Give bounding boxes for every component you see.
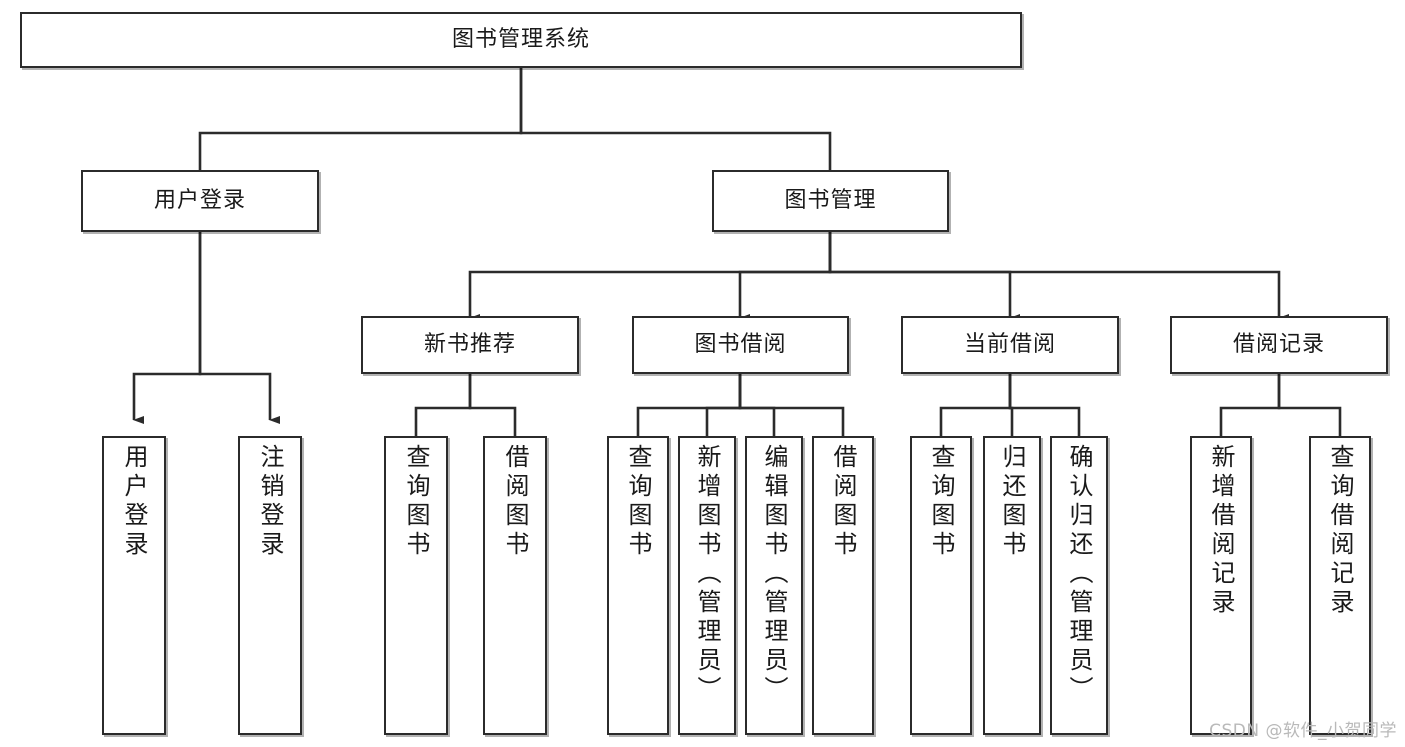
node-label: 图书管理 [784, 188, 877, 214]
node-l4[interactable]: 借阅图书 [483, 436, 547, 735]
node-label: 确认归还（管理员） [1065, 444, 1093, 705]
node-label: 注销登录 [256, 444, 284, 560]
node-l2[interactable]: 注销登录 [238, 436, 302, 735]
node-records[interactable]: 借阅记录 [1170, 316, 1388, 374]
node-newbook[interactable]: 新书推荐 [361, 316, 579, 374]
node-l9[interactable]: 查询图书 [910, 436, 972, 735]
node-l5[interactable]: 查询图书 [607, 436, 669, 735]
edge-bookmgmt-to-current [828, 232, 1020, 322]
node-l7[interactable]: 编辑图书（管理员） [745, 436, 803, 735]
node-label: 图书借阅 [694, 332, 787, 358]
node-l12[interactable]: 新增借阅记录 [1190, 436, 1252, 735]
node-l1[interactable]: 用户登录 [102, 436, 166, 735]
node-l3[interactable]: 查询图书 [384, 436, 448, 735]
edge-bookmgmt-to-borrow [738, 232, 832, 322]
edge-root-to-bookmgmt [519, 68, 840, 183]
node-bookmgmt[interactable]: 图书管理 [712, 170, 949, 232]
node-label: 用户登录 [153, 188, 246, 214]
node-label: 用户登录 [120, 444, 148, 560]
node-label: 借阅图书 [829, 444, 857, 560]
node-label: 查询借阅记录 [1326, 444, 1354, 618]
node-label: 编辑图书（管理员） [760, 444, 788, 705]
edge-bookmgmt-to-newbook [468, 232, 832, 322]
node-login[interactable]: 用户登录 [81, 170, 319, 232]
node-label: 图书管理系统 [451, 27, 590, 53]
node-borrow[interactable]: 图书借阅 [632, 316, 849, 374]
node-label: 新书推荐 [423, 332, 516, 358]
node-label: 新增借阅记录 [1207, 444, 1235, 618]
edge-root-to-login [198, 68, 523, 183]
node-l10[interactable]: 归还图书 [983, 436, 1041, 735]
node-l13[interactable]: 查询借阅记录 [1309, 436, 1371, 735]
edge-login-to-l1 [132, 232, 202, 424]
node-label: 借阅记录 [1232, 332, 1325, 358]
node-label: 查询图书 [402, 444, 430, 560]
node-label: 查询图书 [927, 444, 955, 560]
node-l11[interactable]: 确认归还（管理员） [1050, 436, 1108, 735]
edge-paths [132, 68, 1350, 458]
node-l8[interactable]: 借阅图书 [812, 436, 874, 735]
node-label: 当前借阅 [963, 332, 1056, 358]
node-current[interactable]: 当前借阅 [901, 316, 1119, 374]
node-label: 新增图书（管理员） [693, 444, 721, 705]
csdn-watermark: CSDN @软件_小贺同学 [1209, 721, 1397, 741]
node-root[interactable]: 图书管理系统 [20, 12, 1022, 68]
edge-bookmgmt-to-records [828, 232, 1289, 322]
node-l6[interactable]: 新增图书（管理员） [678, 436, 736, 735]
edge-login-to-l2 [198, 232, 280, 424]
node-label: 归还图书 [998, 444, 1026, 560]
node-label: 借阅图书 [501, 444, 529, 560]
node-label: 查询图书 [624, 444, 652, 560]
